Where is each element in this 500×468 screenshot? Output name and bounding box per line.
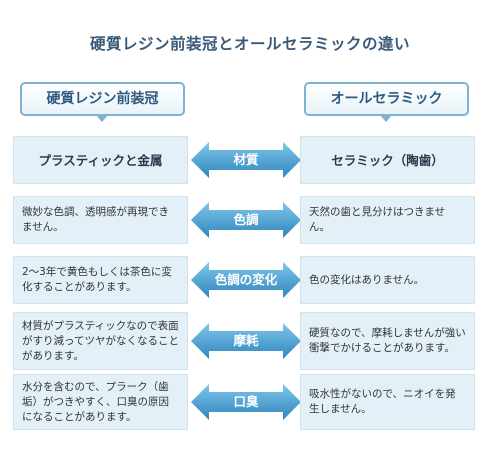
- row-odor-left: 水分を含むので、プラーク（歯垢）がつきやすく、口臭の原因になることがあります。: [13, 374, 188, 430]
- double-arrow-icon: [191, 142, 301, 178]
- header-pointer-left: [95, 114, 109, 122]
- row-discolor-label: 色調の変化: [214, 272, 278, 287]
- row-odor-label: 口臭: [233, 394, 259, 409]
- header-resin-crown: 硬質レジン前装冠: [20, 82, 185, 116]
- row-discolor-left: 2～3年で黄色もしくは茶色に変化することがあります。: [13, 256, 188, 304]
- row-wear-label: 摩耗: [233, 333, 259, 348]
- double-arrow-icon: [191, 323, 301, 359]
- double-arrow-icon: [191, 262, 301, 298]
- row-wear-right: 硬質なので、摩耗しませんが強い衝撃でかけることがあります。: [300, 312, 475, 370]
- row-discolor-right: 色の変化はありません。: [300, 256, 475, 304]
- row-shade-label: 色調: [233, 212, 259, 227]
- row-odor-right: 吸水性がないので、ニオイを発生しません。: [300, 374, 475, 430]
- page-title: 硬質レジン前装冠とオールセラミックの違い: [89, 35, 410, 53]
- row-wear-left: 材質がプラスティックなので表面がすり減ってツヤがなくなることがあります。: [13, 312, 188, 370]
- header-pointer-right: [379, 114, 393, 122]
- double-arrow-icon: [191, 384, 301, 420]
- row-shade-left: 微妙な色調、透明感が再現できません。: [13, 196, 188, 244]
- double-arrow-icon: [191, 202, 301, 238]
- row-material-label: 材質: [233, 152, 259, 167]
- row-shade-right: 天然の歯と見分けはつきません。: [300, 196, 475, 244]
- row-material-left: プラスティックと金属: [13, 136, 188, 184]
- row-material-right: セラミック（陶歯）: [300, 136, 475, 184]
- header-all-ceramic: オールセラミック: [304, 82, 469, 116]
